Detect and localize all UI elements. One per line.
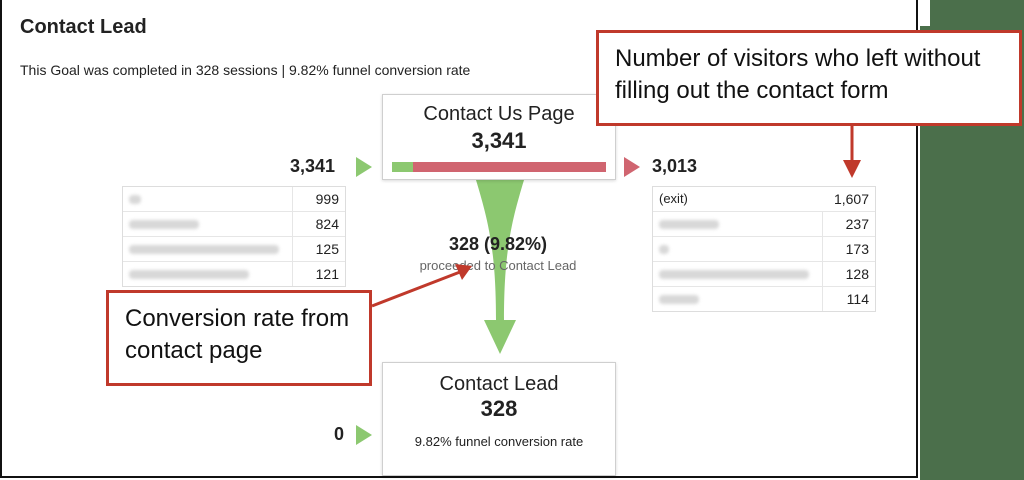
funnel-flow	[476, 180, 524, 354]
table-row[interactable]: 237	[653, 212, 875, 237]
entrances-count: 3,341	[290, 156, 336, 176]
table-row[interactable]: 999	[123, 187, 345, 212]
step-count: 3,341	[471, 128, 527, 153]
table-row[interactable]: 114	[653, 287, 875, 311]
row-value: 125	[292, 237, 345, 261]
table-row[interactable]: 824	[123, 212, 345, 237]
table-row[interactable]: 128	[653, 262, 875, 287]
entrance-arrow-icon	[356, 157, 372, 177]
row-value: 824	[292, 212, 345, 236]
step-name: Contact Lead	[439, 373, 559, 395]
step2-entrances-count: 0	[334, 424, 345, 444]
step-conversion-rate: 9.82% funnel conversion rate	[414, 434, 584, 449]
table-row[interactable]: (exit) 1,607	[653, 187, 875, 212]
step-contact-lead[interactable]: Contact Lead 328 9.82% funnel conversion…	[382, 362, 616, 476]
proceeded-label: proceeded to Contact Lead	[419, 258, 577, 273]
panel-subtitle: This Goal was completed in 328 sessions …	[20, 62, 471, 78]
step-count: 328	[480, 396, 518, 421]
exit-bar	[413, 162, 606, 172]
row-label: (exit)	[659, 191, 688, 206]
row-value: 173	[822, 237, 875, 261]
proceeded-bar	[392, 162, 413, 172]
row-value: 114	[822, 287, 875, 311]
annotation-exits: Number of visitors who left without fill…	[596, 30, 1022, 126]
exit-arrow-icon	[624, 157, 640, 177]
annotation-conversion: Conversion rate from contact page	[106, 290, 372, 386]
table-row[interactable]: 121	[123, 262, 345, 286]
row-value: 121	[292, 262, 345, 286]
entrance-sources-table: 999 824 125 121	[122, 186, 346, 287]
exits-count: 3,013	[652, 156, 698, 176]
row-value: 237	[822, 212, 875, 236]
entrance-arrow-icon	[356, 425, 372, 445]
table-row[interactable]: 125	[123, 237, 345, 262]
row-value: 999	[292, 187, 345, 211]
proceeded-value: 328 (9.82%)	[448, 234, 548, 254]
row-value: 1,607	[833, 191, 869, 207]
panel-title: Contact Lead	[20, 16, 147, 38]
exit-pages-table: (exit) 1,607 237 173 128 114	[652, 186, 876, 312]
panel-border	[0, 0, 918, 478]
row-value: 128	[822, 262, 875, 286]
table-row[interactable]: 173	[653, 237, 875, 262]
step-name: Contact Us Page	[423, 103, 575, 125]
